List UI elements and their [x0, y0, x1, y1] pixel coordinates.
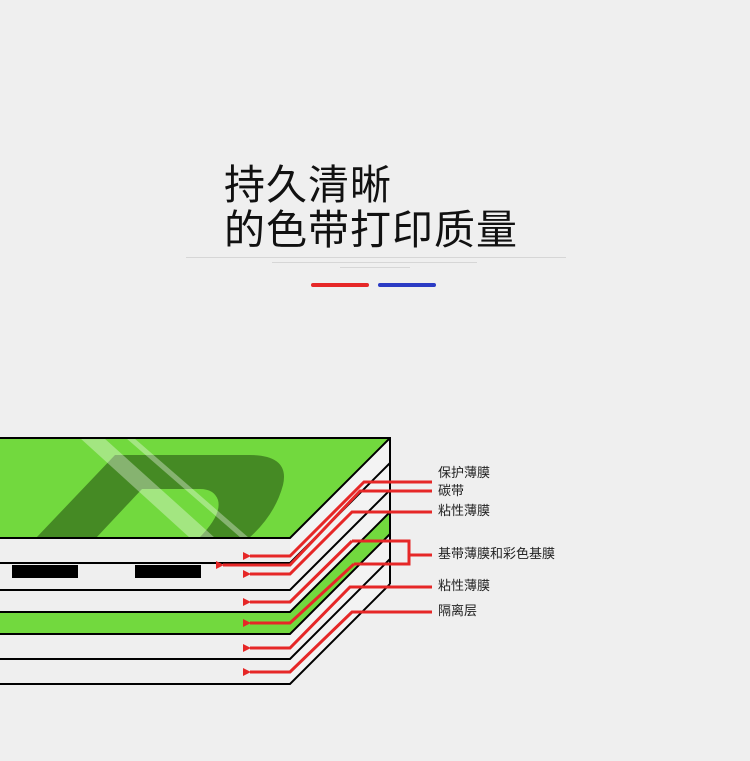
- pointer-arrow: [243, 510, 432, 578]
- label-base-and-color-film: 基带薄膜和彩色基膜: [438, 547, 556, 562]
- label-adhesive-film-2: 粘性薄膜: [438, 579, 491, 594]
- blue-accent-bar: [378, 283, 436, 287]
- color-base-front: [0, 612, 290, 634]
- ribbon-ink-block: [135, 565, 201, 578]
- pointer-arrow: [243, 539, 354, 606]
- gloss-stripe: [80, 438, 215, 538]
- red-accent-bar: [311, 283, 369, 287]
- fine-print-line: [186, 257, 566, 258]
- ribbon-ink-block: [12, 565, 78, 578]
- heading-line-1: 持久清晰: [224, 161, 392, 209]
- fine-print-line: [272, 262, 477, 263]
- label-adhesive-film: 粘性薄膜: [438, 504, 491, 519]
- label-ribbon: 碳带: [438, 484, 465, 499]
- pointer-arrow: [216, 489, 432, 569]
- pointer-arrow: [243, 480, 432, 560]
- pointer-arrow: [243, 585, 432, 652]
- pointer-arrow: [243, 610, 432, 676]
- logo-shape: [36, 455, 285, 538]
- heading-line-2: 的色带打印质量: [224, 206, 518, 254]
- pointer-arrow: [243, 562, 356, 627]
- label-protective-film: 保护薄膜: [438, 466, 491, 481]
- layer-outlines: [0, 437, 391, 685]
- gloss-stripe: [126, 438, 249, 538]
- fine-print-line: [340, 267, 410, 268]
- pointer-bracket: [352, 539, 411, 566]
- label-release-layer: 隔离层: [438, 604, 478, 619]
